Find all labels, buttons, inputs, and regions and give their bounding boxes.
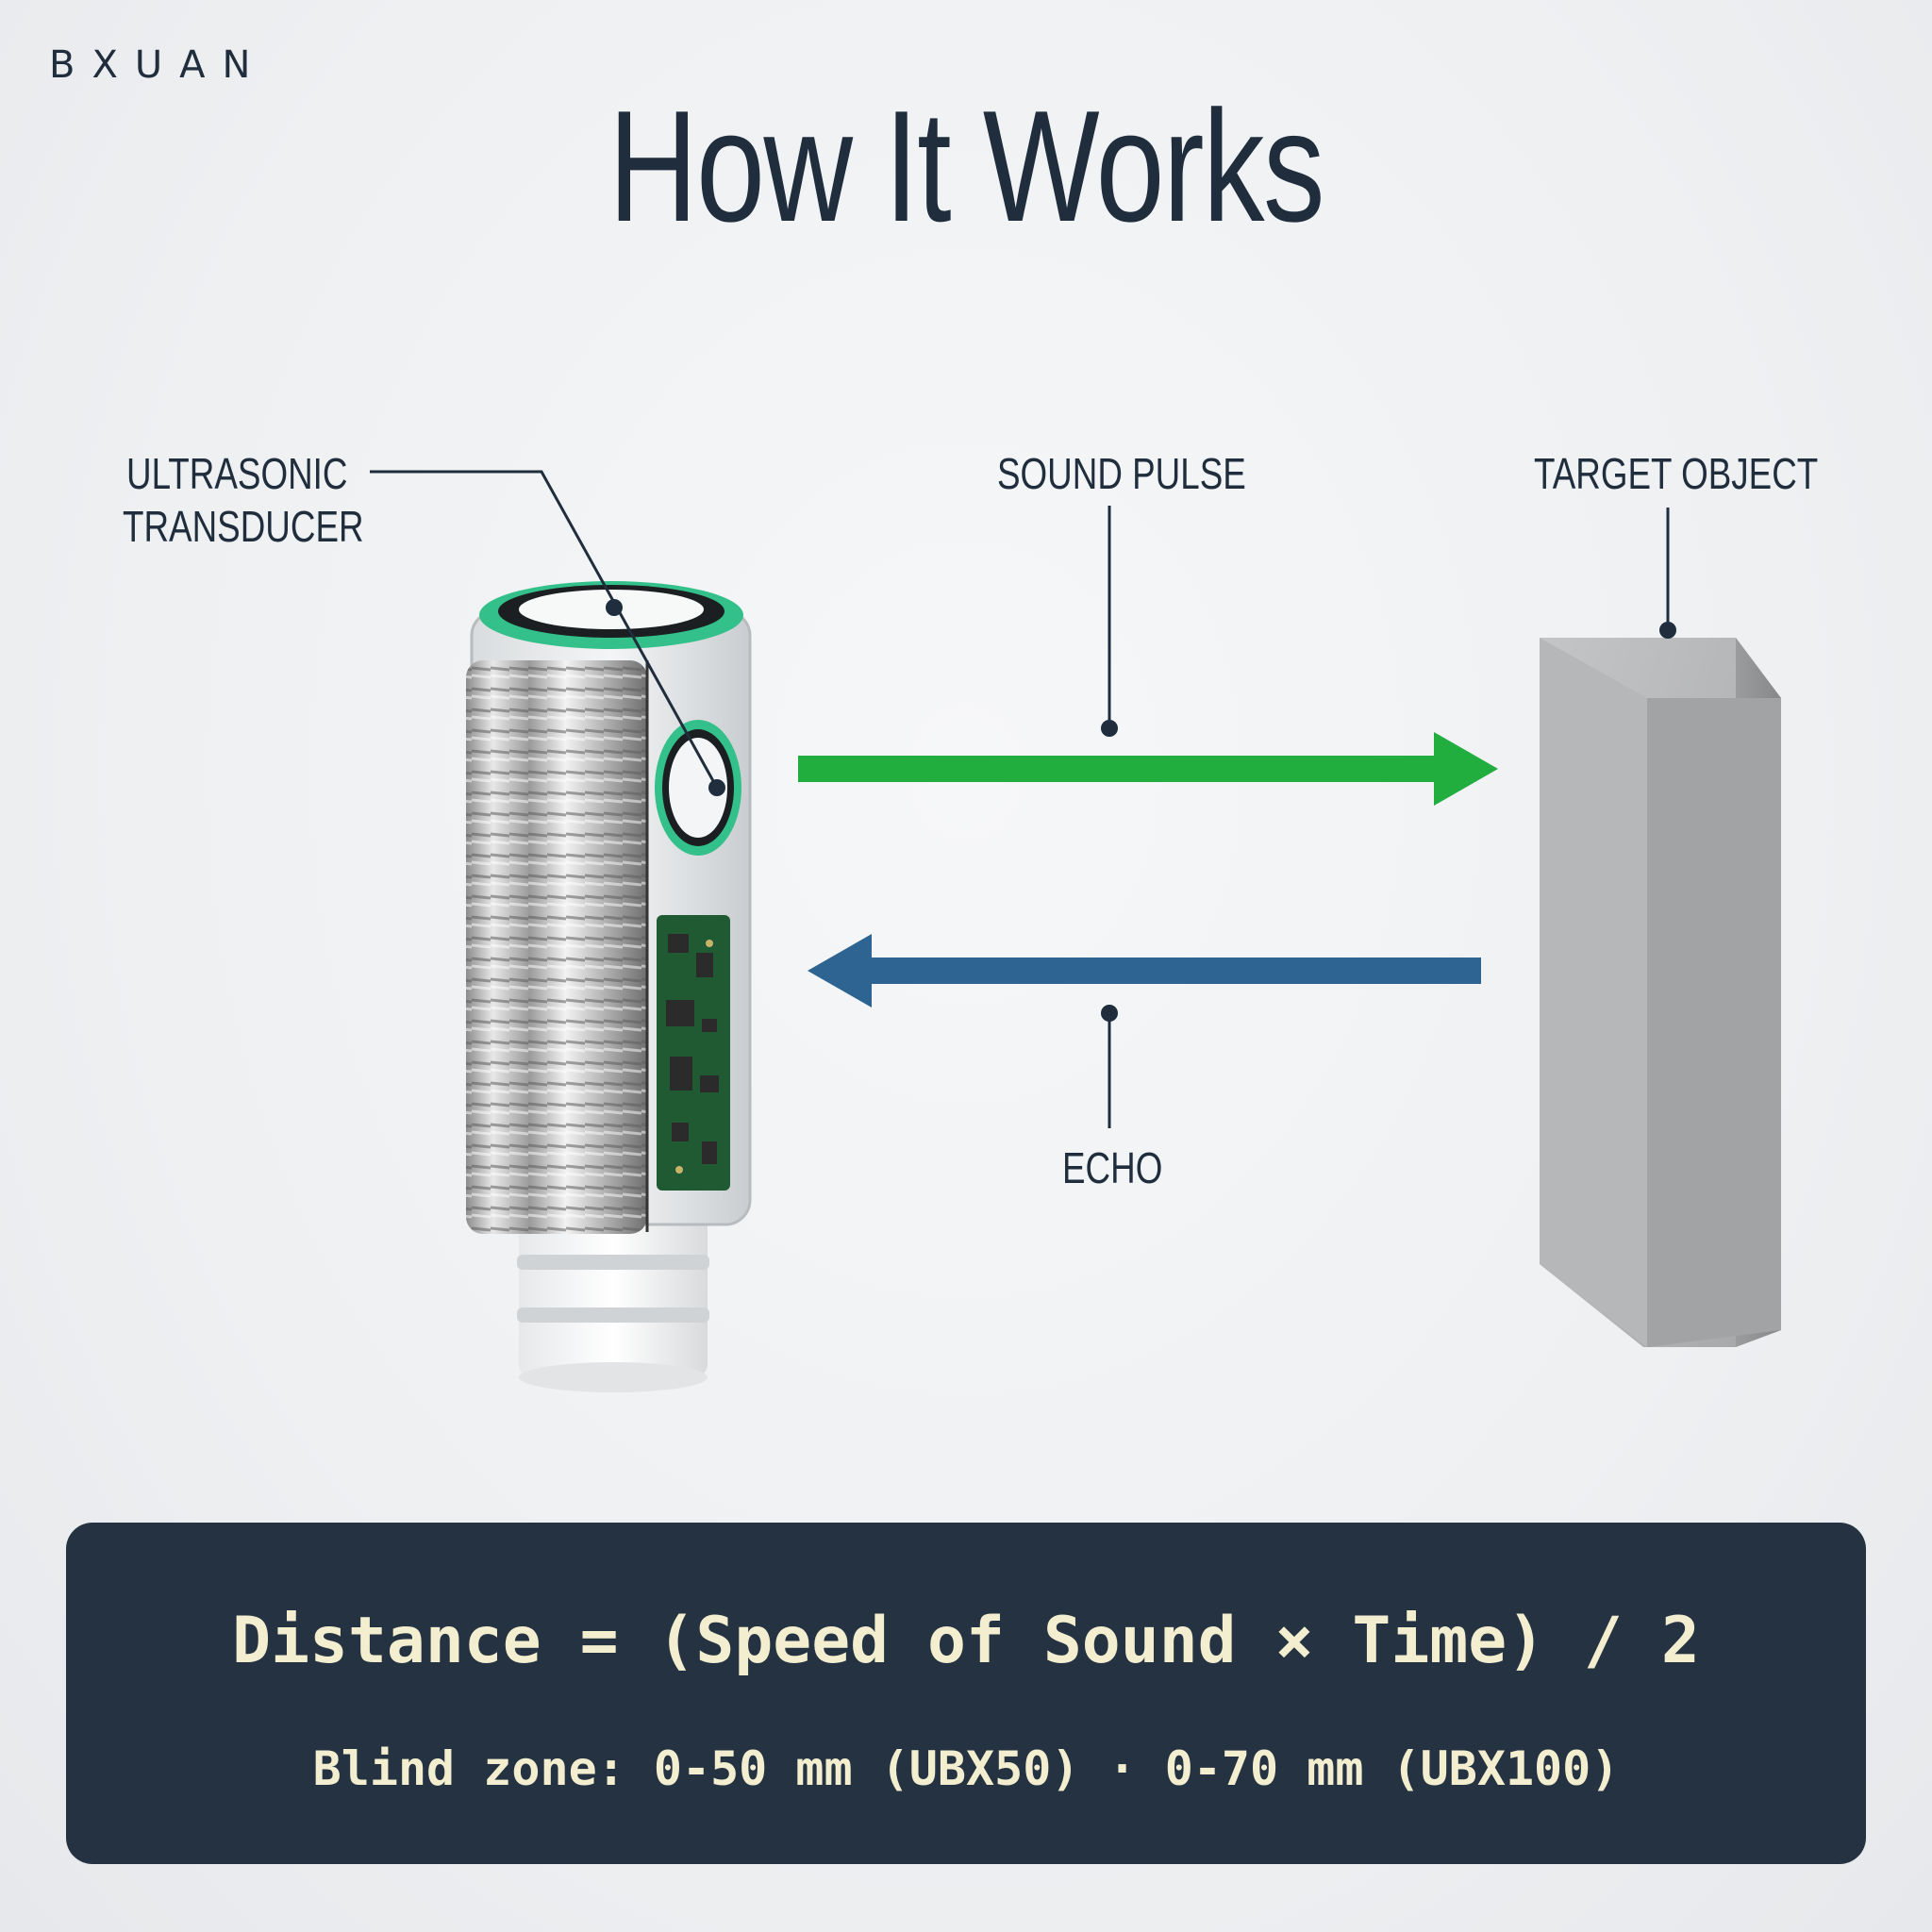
ultrasonic-transducer-label-line1: ULTRASONIC — [126, 449, 348, 498]
side-transducer-ring — [655, 720, 741, 856]
circuit-board — [657, 915, 730, 1191]
ultrasonic-transducer-label-line2: TRANSDUCER — [123, 502, 364, 551]
ultrasonic-sensor — [466, 581, 752, 1392]
transducer-callout-line — [370, 470, 719, 789]
sound-pulse-label: SOUND PULSE — [997, 449, 1246, 498]
brand-logo: BXUAN — [49, 43, 268, 87]
blind-zone-note: Blind zone: 0-50 mm (UBX50) · 0-70 mm (U… — [312, 1741, 1620, 1796]
distance-formula: Distance = (Speed of Sound × Time) / 2 — [232, 1604, 1700, 1678]
echo-label: ECHO — [1062, 1143, 1163, 1192]
formula-panel: Distance = (Speed of Sound × Time) / 2 B… — [66, 1523, 1866, 1864]
target-object-label: TARGET OBJECT — [1534, 449, 1819, 498]
callout-dots — [606, 599, 1676, 1022]
page-title: How It Works — [608, 77, 1324, 255]
target-object-block — [1540, 638, 1781, 1347]
callout-lines — [370, 470, 1670, 1128]
sensor-connector — [517, 1198, 709, 1392]
echo-arrow — [808, 934, 1481, 1008]
sound-pulse-arrow — [798, 732, 1498, 806]
